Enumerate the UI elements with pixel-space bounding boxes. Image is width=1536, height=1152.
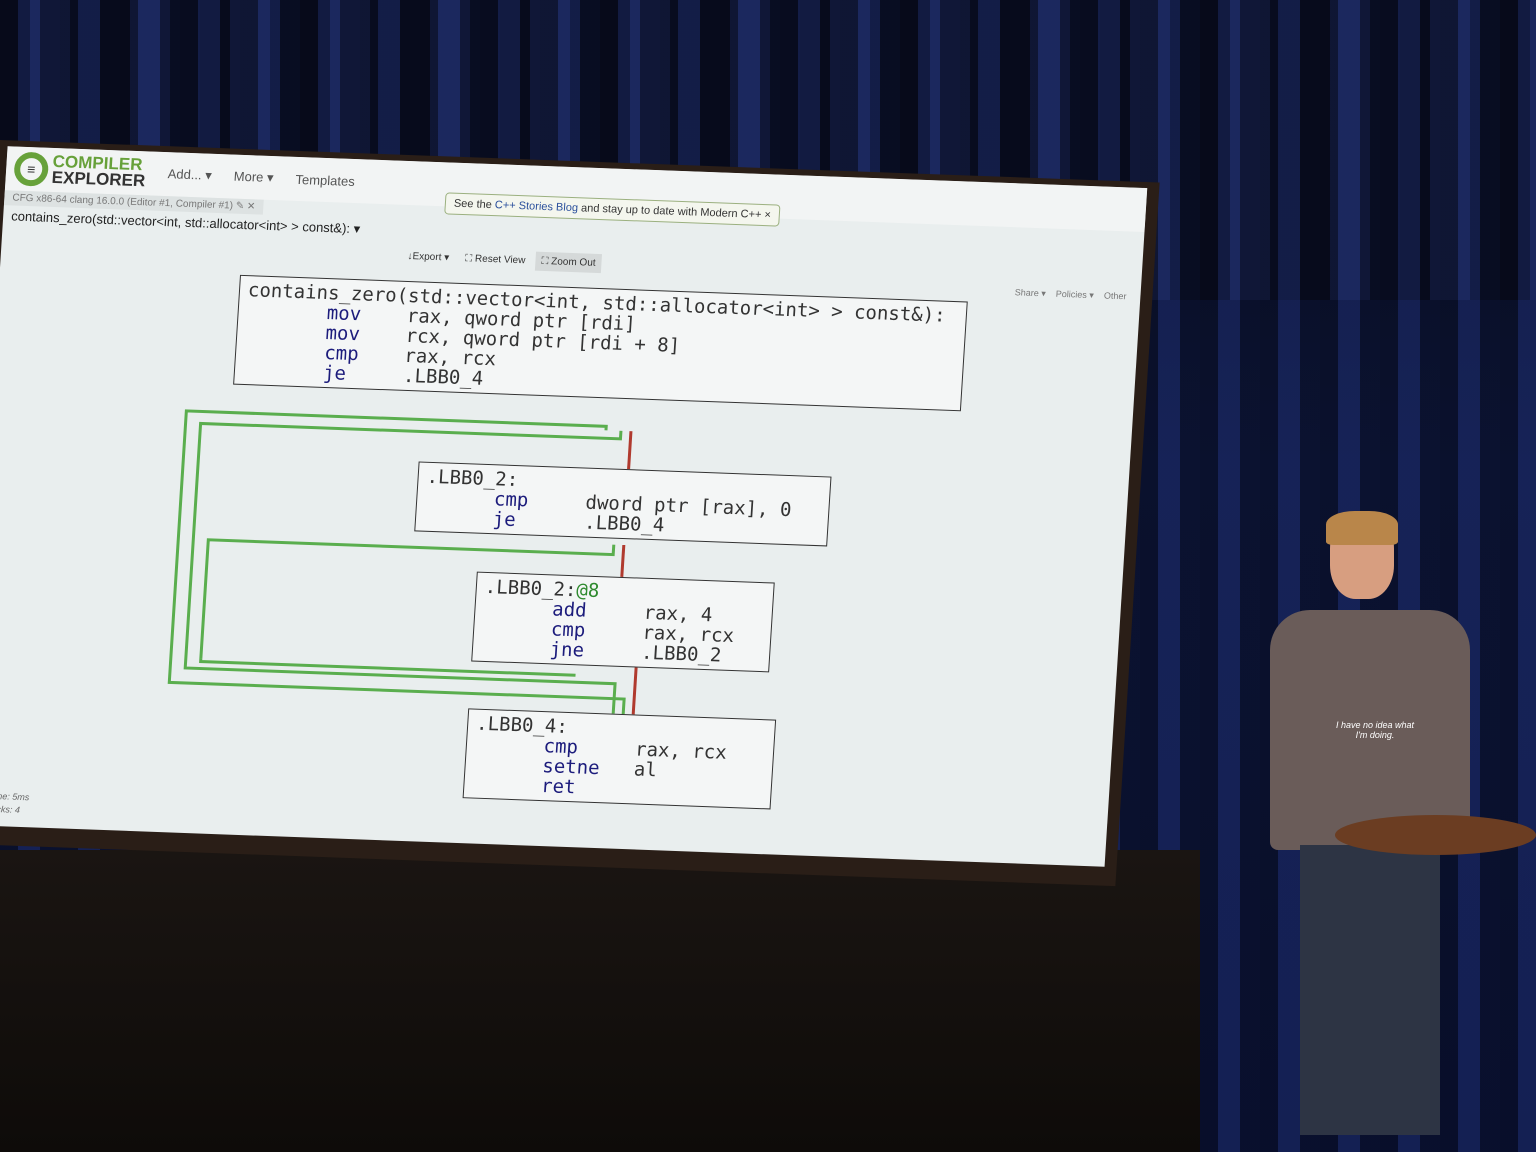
cfg-block-lbb0-2-8[interactable]: .LBB0_2:@8 add rax, 4 cmp rax, rcx jne .… [471, 571, 775, 673]
podium-table [1335, 815, 1536, 855]
speaker-hair [1326, 511, 1398, 545]
edge-true-2 [167, 409, 626, 715]
edge-false-2 [620, 544, 626, 577]
edge-true-1 [183, 421, 623, 714]
layout-time: Layout time: 5ms [0, 790, 30, 803]
stage-skirt [0, 850, 1200, 1152]
cfg-block-lbb0-4[interactable]: .LBB0_4: cmp rax, rcx setne al ret [462, 708, 777, 810]
speaker: I have no idea what I'm doing. [1240, 511, 1510, 1145]
edge-false-1 [627, 431, 633, 470]
shirt-text: I have no idea what I'm doing. [1335, 720, 1415, 740]
cfg-stats: Layout time: 5ms Basic blocks: 4 [0, 789, 30, 817]
speaker-jeans [1300, 845, 1440, 1135]
speaker-shirt: I have no idea what I'm doing. [1270, 610, 1470, 850]
edge-true-3 [199, 538, 616, 659]
edge-true-4 [199, 658, 576, 677]
edge-false-3 [631, 667, 638, 715]
cfg-edges [167, 409, 638, 715]
